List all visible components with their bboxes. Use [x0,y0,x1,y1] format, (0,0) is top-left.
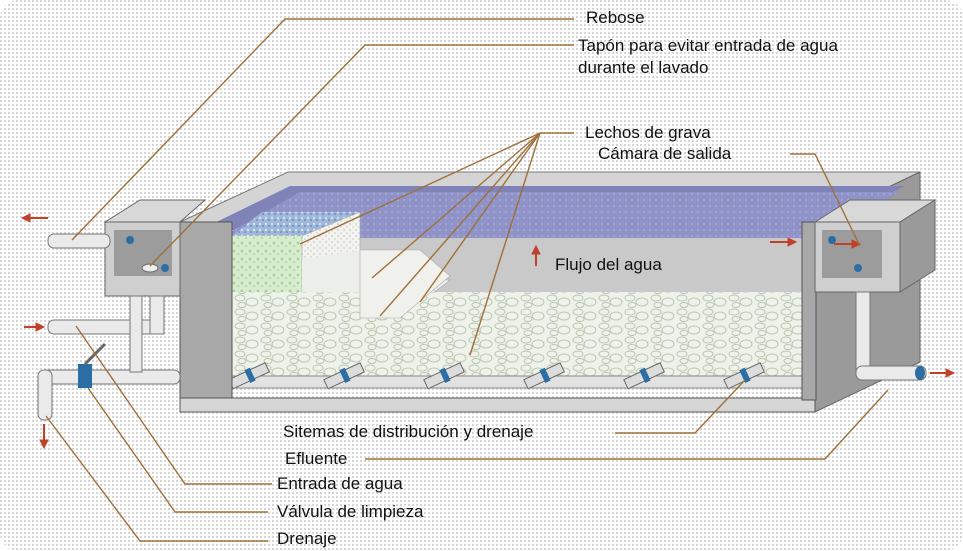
label-tapon-line2: durante el lavado [578,58,709,77]
effluent-outlet [915,366,925,380]
right-box-hole-2 [854,264,862,272]
label-entrada: Entrada de agua [277,474,403,493]
effluent-pipe [855,365,927,381]
label-camara: Cámara de salida [598,144,732,163]
label-lechos: Lechos de grava [585,123,711,142]
gravel-blue-top [232,212,360,236]
left-box-hole-1 [126,236,134,244]
drain-pipe [39,369,181,385]
label-sistemas: Sitemas de distribución y drenaje [283,422,534,441]
effluent-riser [855,291,871,377]
label-drenaje: Drenaje [277,529,337,548]
drain-riser [129,295,143,373]
gravel-layer-3 [232,292,802,332]
inlet-pipe-vertical [149,295,165,335]
label-efluente: Efluente [285,449,348,468]
left-box-hole-2 [161,264,169,272]
plug [141,263,159,273]
tank-left-wall [179,221,233,413]
overflow-pipe [47,233,111,249]
right-box-hole-1 [828,236,836,244]
drain-pipe-down [37,369,53,421]
valve-body [78,364,92,388]
distribution-manifold [211,375,803,389]
gravel-layer-bottom [232,332,802,378]
label-tapon-line1: Tapón para evitar entrada de agua [578,36,838,55]
leader-lines [45,18,889,542]
water-surface [220,192,900,238]
lateral-pipes [228,362,765,390]
gravel-fine-top [232,236,302,296]
tank-right-front [801,221,817,401]
tank-floor [179,397,816,413]
gravel-layer-mid [359,249,451,319]
label-valvula: Válvula de limpieza [277,502,424,521]
label-rebose: Rebose [586,8,645,27]
label-flujo: Flujo del agua [555,255,662,274]
flow-arrows [20,213,956,450]
